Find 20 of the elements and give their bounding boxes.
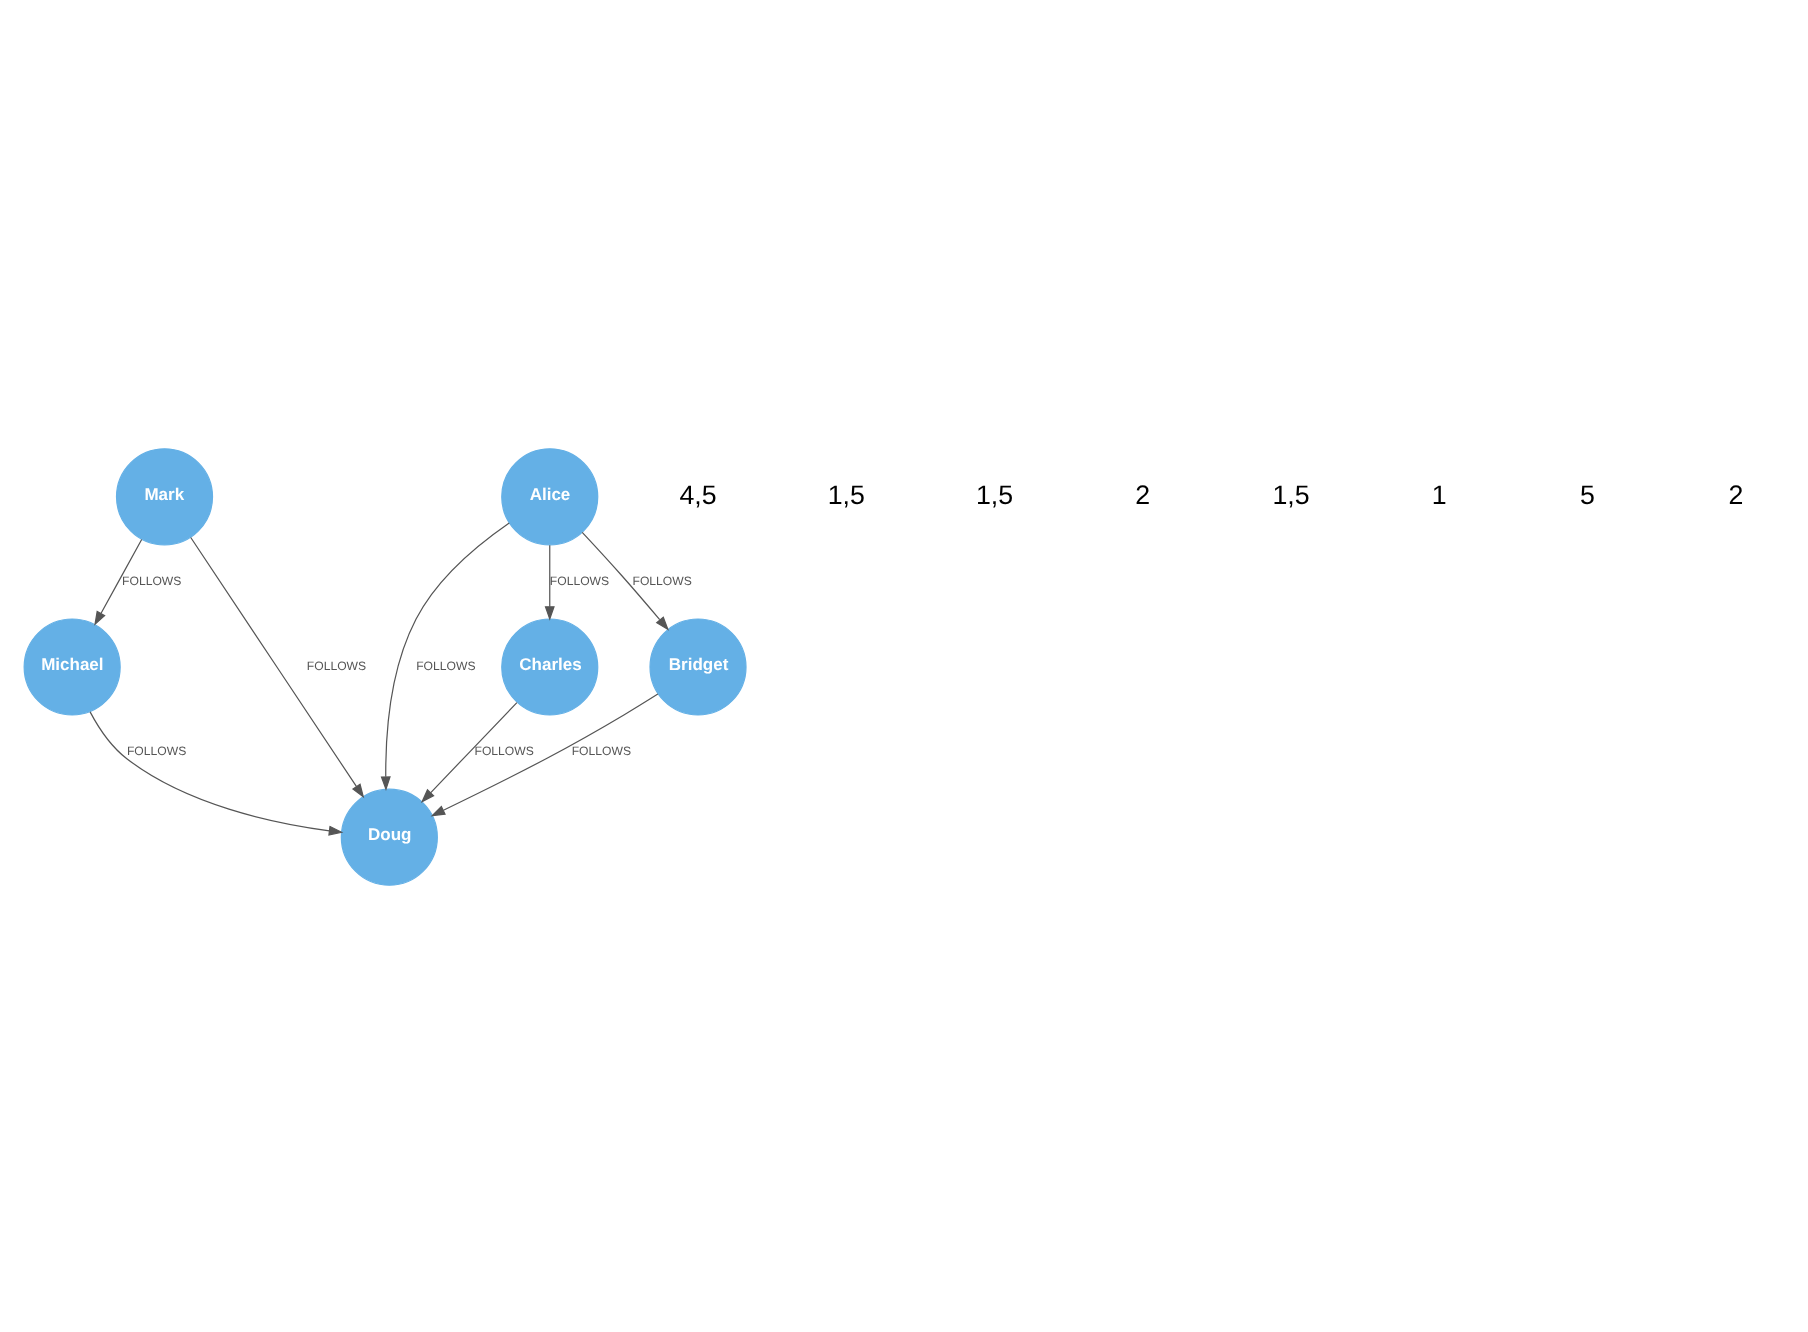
arrow <box>89 710 344 835</box>
node-circle: Mark <box>115 447 214 545</box>
label: 2 <box>1728 478 1744 509</box>
arrow <box>380 521 510 790</box>
arrow <box>420 700 518 802</box>
node-circle: Michael <box>23 617 121 715</box>
label: 1 <box>1431 478 1447 509</box>
arrow <box>94 537 143 625</box>
label: 5 <box>1580 478 1596 509</box>
arrow <box>581 530 670 630</box>
label: 1,5 <box>827 478 865 509</box>
label: 4,5 <box>679 478 717 509</box>
arrow <box>430 692 659 816</box>
label: 2 <box>1135 478 1151 509</box>
label: 1,5 <box>975 478 1014 509</box>
arrow <box>544 543 555 620</box>
node-circle: Alice <box>501 447 599 545</box>
node-circle: Charles <box>501 617 599 715</box>
label: 1,5 <box>1272 478 1310 509</box>
arrow <box>190 535 365 798</box>
